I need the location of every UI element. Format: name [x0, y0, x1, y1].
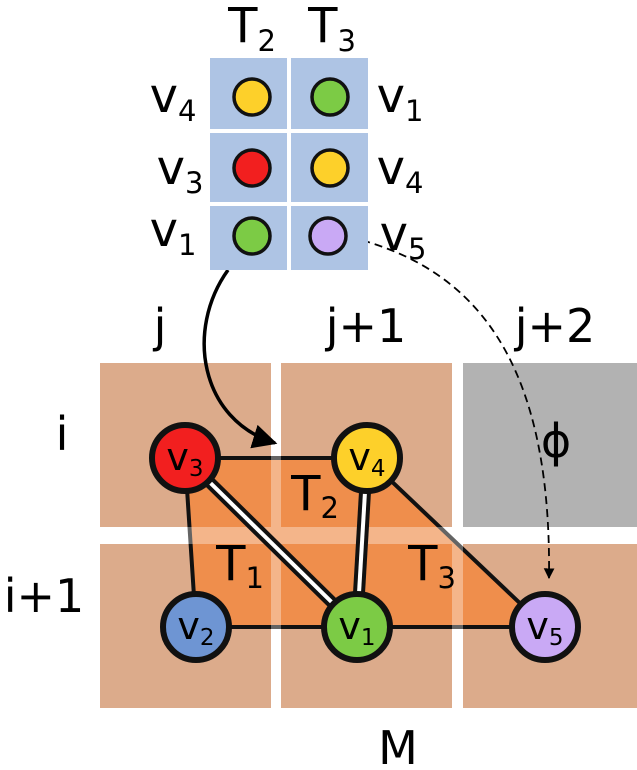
vertices: v3 v4 v2 v1 v5 [149, 422, 581, 663]
table-row0-left-label: v4 [150, 68, 197, 128]
triangle-lookup-table: T2 T3 v4 v1 v3 v4 v1 v5 [150, 0, 427, 270]
table-row0-right-label: v1 [377, 68, 424, 128]
table-row2-dot-right [308, 216, 348, 256]
table-header-t2: T2 [227, 0, 276, 58]
empty-cell-symbol: ϕ [541, 414, 571, 468]
table-row0-dot-right [310, 77, 350, 117]
vertex-v2: v2 [160, 591, 232, 663]
cell-i-j2 [463, 363, 637, 527]
triangle-label-t1: T1 [215, 536, 264, 595]
edge-v3-v1-inner [183, 456, 359, 629]
grid-labels: j j+1 j+2 i i+1 ϕ M [4, 299, 596, 770]
table-row2-left-label: v1 [150, 202, 197, 262]
lookup-arrow [202, 268, 278, 449]
triangle-label-t3: T3 [407, 536, 456, 595]
vertex-v1: v1 [321, 591, 393, 663]
row-label-i: i [56, 407, 69, 461]
triangle-labels: T1 T2 T3 [215, 466, 456, 595]
col-label-j1: j+1 [325, 299, 407, 353]
table-row0-dot-left [232, 77, 272, 117]
table-row1-dot-right [310, 148, 350, 188]
svg-text:v1: v1 [338, 604, 375, 651]
table-row2-dot-left [232, 216, 272, 256]
table-row1-right-label: v4 [377, 140, 424, 200]
svg-text:v4: v4 [348, 435, 385, 482]
col-label-j2: j+2 [514, 299, 596, 353]
vertex-v3: v3 [149, 422, 221, 494]
svg-text:v2: v2 [177, 604, 214, 651]
triangle-label-t2: T2 [290, 466, 339, 525]
table-row2-right-label: v5 [380, 206, 427, 266]
vertex-v4: v4 [331, 422, 403, 494]
col-label-j: j [153, 299, 167, 353]
v5-dashed-arrow [336, 233, 555, 580]
svg-text:v3: v3 [166, 435, 203, 482]
svg-text:v5: v5 [526, 604, 563, 651]
vertex-v5: v5 [509, 591, 581, 663]
table-row1-left-label: v3 [157, 140, 204, 200]
table-row1-dot-left [232, 148, 272, 188]
table-header-t3: T3 [307, 0, 356, 58]
mesh-label: M [378, 721, 418, 770]
row-label-i1: i+1 [4, 569, 85, 623]
